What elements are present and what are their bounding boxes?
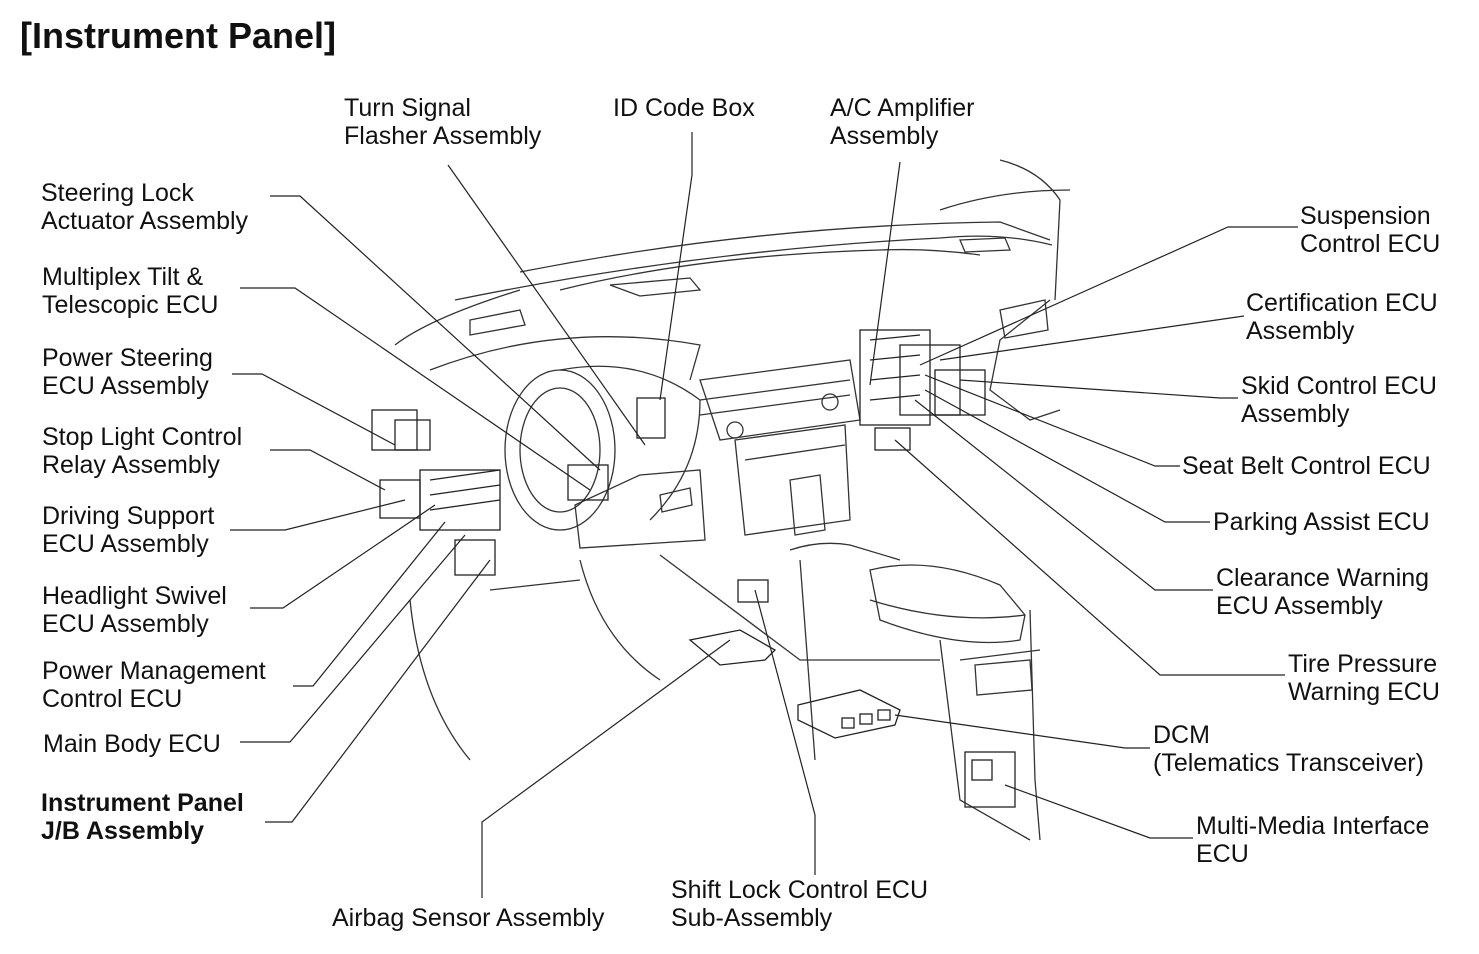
dashboard-outline [394, 159, 1071, 841]
label-driving-support-ecu: Driving Support ECU Assembly [42, 502, 215, 558]
components [371, 329, 1016, 808]
label-shift-lock-control-ecu: Shift Lock Control ECU Sub-Assembly [671, 876, 929, 932]
label-suspension-control-ecu: Suspension Control ECU [1300, 202, 1441, 258]
label-turn-signal-flasher: Turn Signal Flasher Assembly [344, 94, 542, 150]
label-main-body-ecu: Main Body ECU [43, 730, 221, 758]
label-skid-control-ecu: Skid Control ECU Assembly [1241, 372, 1437, 428]
label-certification-ecu: Certification ECU Assembly [1246, 289, 1438, 345]
label-tire-pressure-warning-ecu: Tire Pressure Warning ECU [1288, 650, 1440, 706]
label-dcm-telematics: DCM (Telematics Transceiver) [1153, 721, 1424, 777]
label-id-code-box: ID Code Box [613, 94, 755, 122]
label-multimedia-interface-ecu: Multi-Media Interface ECU [1196, 812, 1430, 868]
label-steering-lock-actuator: Steering Lock Actuator Assembly [41, 179, 249, 235]
label-ac-amplifier: A/C Amplifier Assembly [830, 94, 975, 150]
label-clearance-warning-ecu: Clearance Warning ECU Assembly [1216, 564, 1430, 620]
page-title: [Instrument Panel] [20, 15, 337, 56]
label-instrument-panel-jb: Instrument Panel J/B Assembly [41, 789, 244, 845]
label-power-steering-ecu: Power Steering ECU Assembly [42, 344, 213, 400]
label-stop-light-control-relay: Stop Light Control Relay Assembly [42, 423, 243, 479]
label-airbag-sensor: Airbag Sensor Assembly [332, 904, 605, 932]
label-seat-belt-control-ecu: Seat Belt Control ECU [1182, 452, 1431, 480]
label-parking-assist-ecu: Parking Assist ECU [1213, 508, 1430, 536]
label-multiplex-tilt-telescopic: Multiplex Tilt & Telescopic ECU [42, 263, 219, 319]
label-headlight-swivel-ecu: Headlight Swivel ECU Assembly [42, 582, 227, 638]
label-power-management-ecu: Power Management Control ECU [42, 657, 266, 713]
leader-lines [230, 132, 1298, 898]
